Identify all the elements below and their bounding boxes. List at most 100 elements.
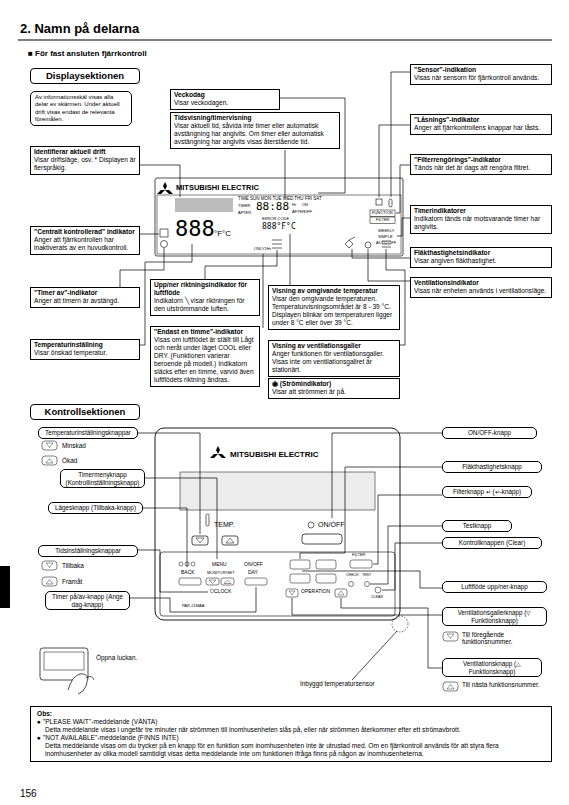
box-text: Filterknapp ↵ (↵-knapp) [447,488,527,496]
part-label: 88:88 [256,201,289,213]
part-label: ON/OFF [318,521,344,529]
button-callout: Timermenyknapp (Kontrollinställningsknap… [60,469,145,488]
box-text: Anger funktionen för ventilationsgaller.… [272,350,396,374]
box-heading: Visning av omgivande temperatur [272,287,396,295]
part-label: ERROR CODE [262,217,289,221]
button-callout: Kontrollknappen (Clear) [442,537,542,549]
part-label: DAY [248,570,258,576]
part-label: MONITOR/SET [207,571,235,575]
button-callout: Timer på/av-knapp (Ange dag-knapp) [45,591,130,610]
box-text: Av informationsskäl visas alla delar ev … [35,94,127,123]
part-label: Framåt [62,578,82,585]
callout-box: Identifierar aktuell driftVisar driftslä… [30,146,140,175]
callout-box: TemperaturinställningVisar önskad temper… [30,339,140,360]
part-label: AUTO OFF [376,241,396,245]
part-label: BACK [181,570,195,576]
part-label: Inbyggd temperatursensor [300,680,375,687]
callout-box: Tidsvisning/timervisningVisar aktuell ti… [170,112,340,149]
part-label: WEEKLY [378,229,394,233]
part-label: MITSUBISHI ELECTRIC [176,184,259,192]
part-label: 888 [175,217,215,241]
callout-box: ◉ (Strömindikator)Visar att strömmen är … [268,378,400,399]
box-text: Lägesknapp (Tillbaka-knapp) [53,504,138,512]
box-text: Luftflöde upp/ner-knapp [447,583,542,591]
box-text: Visas om luftflödet är ställt till Lågt … [154,336,256,384]
callout-box: "Timer av"-indikatorAnger att timern är … [30,287,140,308]
box-text: Visas när sensorn för fjärrkontroll anvä… [414,74,548,82]
box-text: Timermenyknapp (Kontrollinställningsknap… [65,471,140,486]
box-text: ON/OFF-knapp [447,429,532,437]
box-text: Fläkthastighetsknapp [447,463,537,471]
callout-box: "Sensor"-indikationVisas när sensorn för… [410,64,552,85]
part-label: Tillbaka [62,562,84,569]
box-heading: Tidsvisning/timervisning [174,114,336,122]
part-label: OPERATION [301,589,330,595]
box-text: Testknapp [447,522,507,530]
callout-box: VentilationsindikatorVisas när enheten a… [410,277,552,298]
part-label: 888°F°C [262,223,296,232]
button-callout: Testknapp [442,520,512,532]
box-heading: Timerindikatorer [414,207,548,215]
part-label: ■ För fast ansluten fjärrkontroll [28,50,147,59]
box-heading: "Endast en timme"-indikator [154,328,256,336]
note-body: Detta meddelande visas i ungefär tre min… [37,726,545,734]
box-text: Visar den omgivande temperaturen. Temper… [272,295,396,327]
part-label: ON/OFF [244,562,263,568]
button-callout: ON/OFF-knapp [442,427,537,439]
part-label: PAR-21MAA [182,604,204,608]
box-heading: "Sensor"-indikation [414,66,548,74]
part-label: TEMP. [214,521,235,529]
part-label: AFTER [292,210,305,214]
part-label: Till föregående funktionsnummer. [462,631,552,645]
info-note: Av informationsskäl visas alla delar ev … [30,91,132,126]
part-label: CLEAR [371,596,383,600]
note-item: ● "NOT AVAILABLE"-meddelande (FINNS INTE… [37,734,545,742]
box-text: Visar angiven fläkthastighet. [414,257,548,265]
box-text: Anger att fjärrkontrollens knappar har l… [414,124,548,132]
box-text: Ventilationsgallerknapp (▽ Funktionsknap… [447,609,542,624]
part-label: FUNCTION [372,211,393,215]
box-text: Visar önskad temperatur. [34,349,136,357]
part-label: OFF [304,210,312,214]
note-box: Obs:● "PLEASE WAIT"-meddelande (VÄNTA)De… [30,706,552,762]
part-label: TIMER [238,204,250,208]
box-text: Indikatorn tänds när motsvarande timer h… [414,215,548,231]
part-label: °F°C [214,230,231,239]
box-text: Ventilationsknapp (△ Funktionsknapp) [447,660,537,675]
box-text: Visar aktuell tid, såvida inte timer ell… [174,122,336,146]
note-body: Detta meddelande visas om du trycker på … [37,742,545,758]
section-heading: Displaysektionen [30,68,140,84]
box-heading: "Timer av"-indikator [34,289,136,297]
part-label: SIMPLE [378,235,393,239]
box-text: Anger att fjärrkontrollen har inaktivera… [34,236,136,252]
button-callout: Luftflöde upp/ner-knapp [442,581,547,593]
callout-box: Upp/ner riktningsindikator för luftflöde… [150,279,260,316]
box-text: Tänds när det är dags att rengöra filtre… [414,164,548,172]
part-label: ON [302,203,308,207]
part-label: MITSUBISHI ELECTRIC [230,451,318,460]
part-label: Öppna luckan. [96,654,137,661]
box-text: Timer på/av-knapp (Ange dag-knapp) [50,593,125,608]
box-text: Indikatorn ╲ visar riktningen för den ut… [154,297,256,313]
button-callout: Fläkthastighetsknapp [442,461,542,473]
button-callout: Filterknapp ↵ (↵-knapp) [442,486,532,498]
callout-box: Visning av ventilationsgallerAnger funkt… [268,340,400,377]
part-label: AFTER [238,211,251,215]
callout-box: "Endast en timme"-indikatorVisas om luft… [150,326,260,387]
box-text: Kontrollknappen (Clear) [447,539,537,547]
callout-box: "Centralt kontrollerad" indikatorAnger a… [30,226,140,255]
part-label: FILTER [376,218,389,222]
section-heading: Kontrollsektionen [30,404,140,420]
part-label: CHECK [346,574,359,578]
note-item: ● "PLEASE WAIT"-meddelande (VÄNTA) [37,718,545,726]
page-title: 2. Namn på delarna [20,22,139,36]
box-heading: Ventilationsindikator [414,279,548,287]
part-label: Ökad [62,457,77,464]
box-heading: Fläkthastighetsindikator [414,249,548,257]
box-heading: Temperaturinställning [34,341,136,349]
callout-box: TimerindikatorerIndikatorn tänds när mot… [410,205,552,234]
box-heading: Veckodag [174,91,276,99]
callout-box: Visning av omgivande temperaturVisar den… [268,285,400,330]
box-text: Displaysektionen [37,70,133,82]
part-label: Hr [292,203,296,207]
